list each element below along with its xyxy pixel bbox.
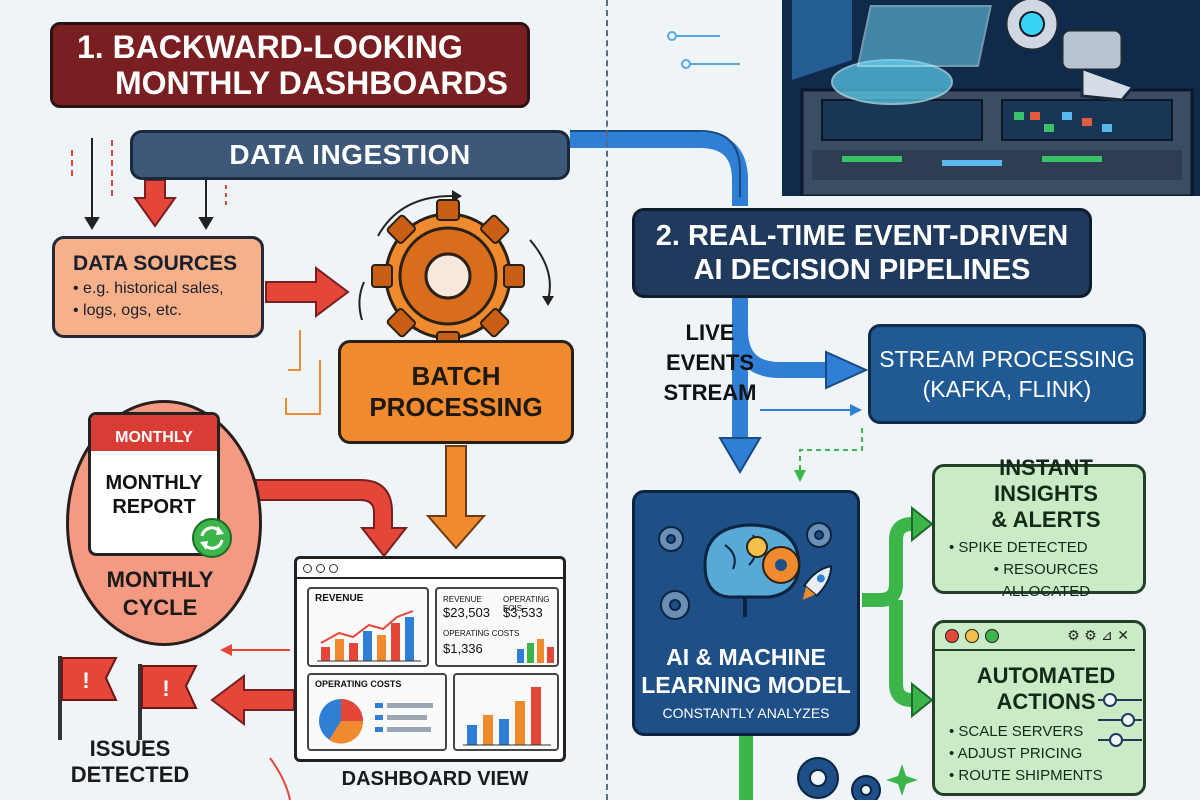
kpi-panel: REVENUE $23,503 OPERATING EOIS $3,533 OP… — [435, 587, 559, 667]
insights-item: • RESOURCES ALLOCATED — [993, 561, 1099, 600]
right-title-line2: AI DECISION PIPELINES — [693, 254, 1031, 286]
red-arrow-curve — [255, 479, 409, 558]
right-section-title: 2. REAL-TIME EVENT-DRIVEN AI DECISION PI… — [632, 208, 1092, 298]
issues-detected-label: ISSUES DETECTED — [40, 736, 220, 788]
live-line3: STREAM — [663, 380, 757, 405]
insights-line2: & ALERTS — [991, 507, 1101, 532]
left-title-line1: 1. BACKWARD-LOOKING — [77, 29, 463, 65]
data-sources-box: DATA SOURCES • e.g. historical sales, • … — [52, 236, 264, 338]
issues-line2: DETECTED — [70, 762, 190, 787]
actions-line1: AUTOMATED — [976, 663, 1116, 688]
brain-icon — [658, 522, 833, 620]
actions-item: • ROUTE SHIPMENTS — [949, 767, 1103, 784]
cycle-line1: MONTHLY — [106, 567, 214, 592]
ai-line1: AI & MACHINE — [666, 644, 826, 670]
kpi-revenue-value: $23,503 — [443, 605, 490, 620]
insights-line1: INSTANT INSIGHTS — [994, 455, 1098, 506]
trend-panel — [453, 673, 559, 751]
revenue-panel: REVENUE — [307, 587, 429, 667]
monthly-cycle-label: MONTHLY CYCLE — [72, 566, 248, 622]
flag-icon: ! — [138, 664, 198, 740]
revenue-bar-chart — [317, 610, 421, 662]
kpi-opex-value: $3,533 — [503, 605, 543, 620]
sliders-icon — [1098, 693, 1142, 747]
pie-label: OPERATING COSTS — [315, 679, 402, 689]
data-ingestion-bar: DATA INGESTION — [130, 130, 570, 180]
live-events-label: LIVE EVENTS STREAM — [660, 318, 760, 408]
trend-bar-chart — [463, 687, 551, 746]
left-section-title: 1. BACKWARD-LOOKING MONTHLY DASHBOARDS — [50, 22, 530, 108]
actions-item: • SCALE SERVERS — [949, 723, 1084, 740]
actions-titlebar: ⚙ ⚙ ⊿ ✕ — [935, 623, 1135, 651]
actions-line2: ACTIONS — [996, 689, 1096, 714]
batch-line1: BATCH — [411, 361, 501, 391]
ai-subtitle: CONSTANTLY ANALYZES — [662, 705, 830, 721]
svg-text:!: ! — [82, 668, 89, 693]
data-sources-item: • e.g. historical sales, — [73, 280, 224, 297]
data-sources-item: • logs, ogs, etc. — [73, 302, 182, 319]
cycle-line2: CYCLE — [122, 595, 198, 620]
data-sources-heading: DATA SOURCES — [73, 252, 238, 275]
calendar-report-line1: MONTHLY — [105, 472, 203, 494]
flag-icon: ! — [58, 656, 118, 740]
kpi-costs-value: $1,336 — [443, 641, 483, 656]
left-title-line2: MONTHLY DASHBOARDS — [115, 65, 508, 101]
actions-item: • ADJUST PRICING — [949, 745, 1083, 762]
kpi-revenue-label: REVENUE — [443, 595, 482, 604]
insights-item: • SPIKE DETECTED — [949, 539, 1088, 556]
stream-line2: (KAFKA, FLINK) — [922, 376, 1092, 402]
sparkle-icon — [886, 764, 918, 796]
live-line1: LIVE — [685, 320, 735, 345]
blue-arrow-head — [825, 350, 869, 390]
ai-model-box: AI & MACHINE LEARNING MODEL CONSTANTLY A… — [632, 490, 860, 736]
stream-line1: STREAM PROCESSING — [879, 346, 1135, 372]
insights-box: INSTANT INSIGHTS & ALERTS • SPIKE DETECT… — [932, 455, 1146, 600]
dashboard-window: REVENUE REVENUE $23,503 OPERATING EOIS $… — [294, 556, 566, 762]
costs-panel: OPERATING COSTS — [307, 673, 447, 751]
live-line2: EVENTS — [665, 350, 755, 375]
issues-line1: ISSUES — [89, 736, 171, 761]
kpi-costs-label: OPERATING COSTS — [443, 629, 520, 638]
dashboard-view-label: DASHBOARD VIEW — [341, 768, 529, 790]
rocket-icon — [802, 564, 833, 600]
section-divider — [606, 0, 608, 800]
gear-icon — [851, 775, 881, 800]
calendar-report-line2: REPORT — [112, 496, 196, 518]
calendar-icon: MONTHLY MONTHLY REPORT — [88, 412, 220, 556]
data-ingestion-label: DATA INGESTION — [229, 139, 471, 170]
blue-arrow-main — [570, 132, 748, 206]
green-arrow — [862, 517, 916, 607]
gear-icon — [797, 757, 839, 799]
batch-line2: PROCESSING — [369, 392, 543, 422]
ingest-input-arrows — [71, 138, 227, 230]
orange-arrow-down — [425, 445, 487, 550]
red-arrow-down — [133, 179, 177, 228]
red-arrow-left-large — [210, 674, 295, 726]
stream-processing-box: STREAM PROCESSING (KAFKA, FLINK) — [868, 324, 1146, 424]
dashboard-titlebar — [297, 559, 563, 579]
kpi-opex-label: OPERATING EOIS — [503, 595, 550, 613]
right-title-line1: 2. REAL-TIME EVENT-DRIVEN — [655, 220, 1069, 252]
toolbar-icons: ⚙ ⚙ ⊿ ✕ — [1067, 628, 1129, 644]
costs-pie-chart — [319, 699, 433, 744]
refresh-icon — [192, 518, 232, 558]
red-arrow-right — [265, 266, 350, 318]
svg-text:!: ! — [162, 676, 169, 701]
gear-icon — [371, 199, 525, 353]
calendar-header: MONTHLY — [91, 415, 217, 451]
batch-processing-box: BATCH PROCESSING — [338, 340, 574, 444]
kpi-mini-bars — [517, 639, 554, 663]
revenue-label: REVENUE — [315, 593, 364, 604]
ai-line2: LEARNING MODEL — [641, 672, 851, 698]
actions-box: ⚙ ⚙ ⊿ ✕ AUTOMATED ACTIONS • SCALE SERVER… — [932, 620, 1146, 796]
robot-console-illustration — [782, 0, 1200, 196]
